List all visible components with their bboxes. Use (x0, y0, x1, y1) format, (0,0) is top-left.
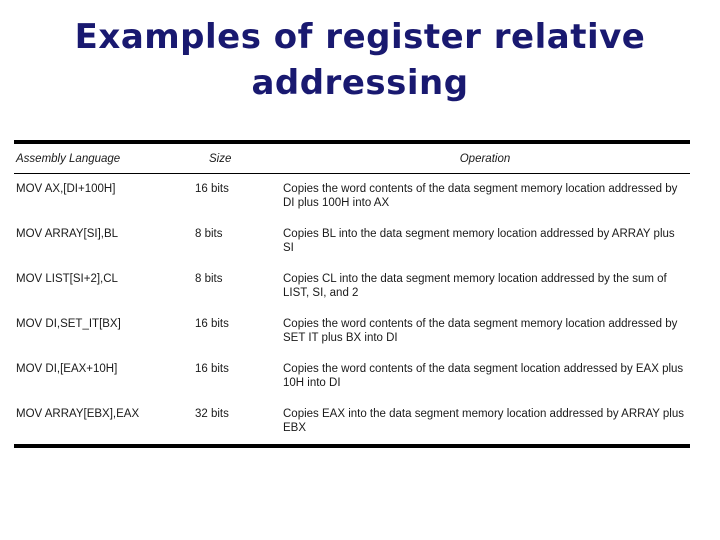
table-body-wrapper: MOV AX,[DI+100H] 16 bits Copies the word… (14, 174, 690, 444)
cell-size: 32 bits (195, 408, 229, 420)
table-header-rule (14, 173, 690, 174)
table-row: MOV DI,[EAX+10H] 16 bits Copies the word… (14, 354, 690, 399)
cell-size: 8 bits (195, 228, 223, 240)
cell-operation: Copies EAX into the data segment memory … (283, 408, 685, 434)
cell-operation: Copies the word contents of the data seg… (283, 183, 678, 209)
cell-operation: Copies CL into the data segment memory l… (283, 273, 667, 299)
cell-assembly: MOV ARRAY[EBX],EAX (16, 408, 140, 420)
cell-operation: Copies the word contents of the data seg… (283, 363, 684, 389)
column-header-size: Size (209, 153, 232, 165)
table-body: MOV AX,[DI+100H] 16 bits Copies the word… (14, 174, 690, 444)
table-row: MOV ARRAY[EBX],EAX 32 bits Copies EAX in… (14, 399, 690, 444)
table-top-rule (14, 140, 690, 144)
cell-size: 16 bits (195, 318, 229, 330)
cell-operation: Copies the word contents of the data seg… (283, 318, 678, 344)
column-header-operation: Operation (459, 153, 511, 165)
table-row: MOV ARRAY[SI],BL 8 bits Copies BL into t… (14, 219, 690, 264)
slide-title: Examples of register relative addressing (74, 17, 646, 103)
table-header: Assembly Language Size Operation (14, 144, 690, 173)
cell-assembly: MOV DI,SET_IT[BX] (16, 318, 121, 330)
cell-assembly: MOV AX,[DI+100H] (16, 183, 116, 195)
cell-operation: Copies BL into the data segment memory l… (283, 228, 675, 254)
table-row: MOV DI,SET_IT[BX] 16 bits Copies the wor… (14, 309, 690, 354)
table-row: MOV AX,[DI+100H] 16 bits Copies the word… (14, 174, 690, 219)
cell-size: 16 bits (195, 363, 229, 375)
cell-assembly: MOV DI,[EAX+10H] (16, 363, 118, 375)
cell-size: 16 bits (195, 183, 229, 195)
column-header-assembly-language: Assembly Language (16, 153, 121, 165)
cell-size: 8 bits (195, 273, 223, 285)
addressing-examples-table: Assembly Language Size Operation MOV AX,… (14, 140, 690, 448)
table-header-row: Assembly Language Size Operation (14, 144, 690, 173)
table-bottom-rule (14, 444, 690, 448)
cell-assembly: MOV LIST[SI+2],CL (16, 273, 118, 285)
table: Assembly Language Size Operation (14, 144, 690, 173)
cell-assembly: MOV ARRAY[SI],BL (16, 228, 119, 240)
table-row: MOV LIST[SI+2],CL 8 bits Copies CL into … (14, 264, 690, 309)
